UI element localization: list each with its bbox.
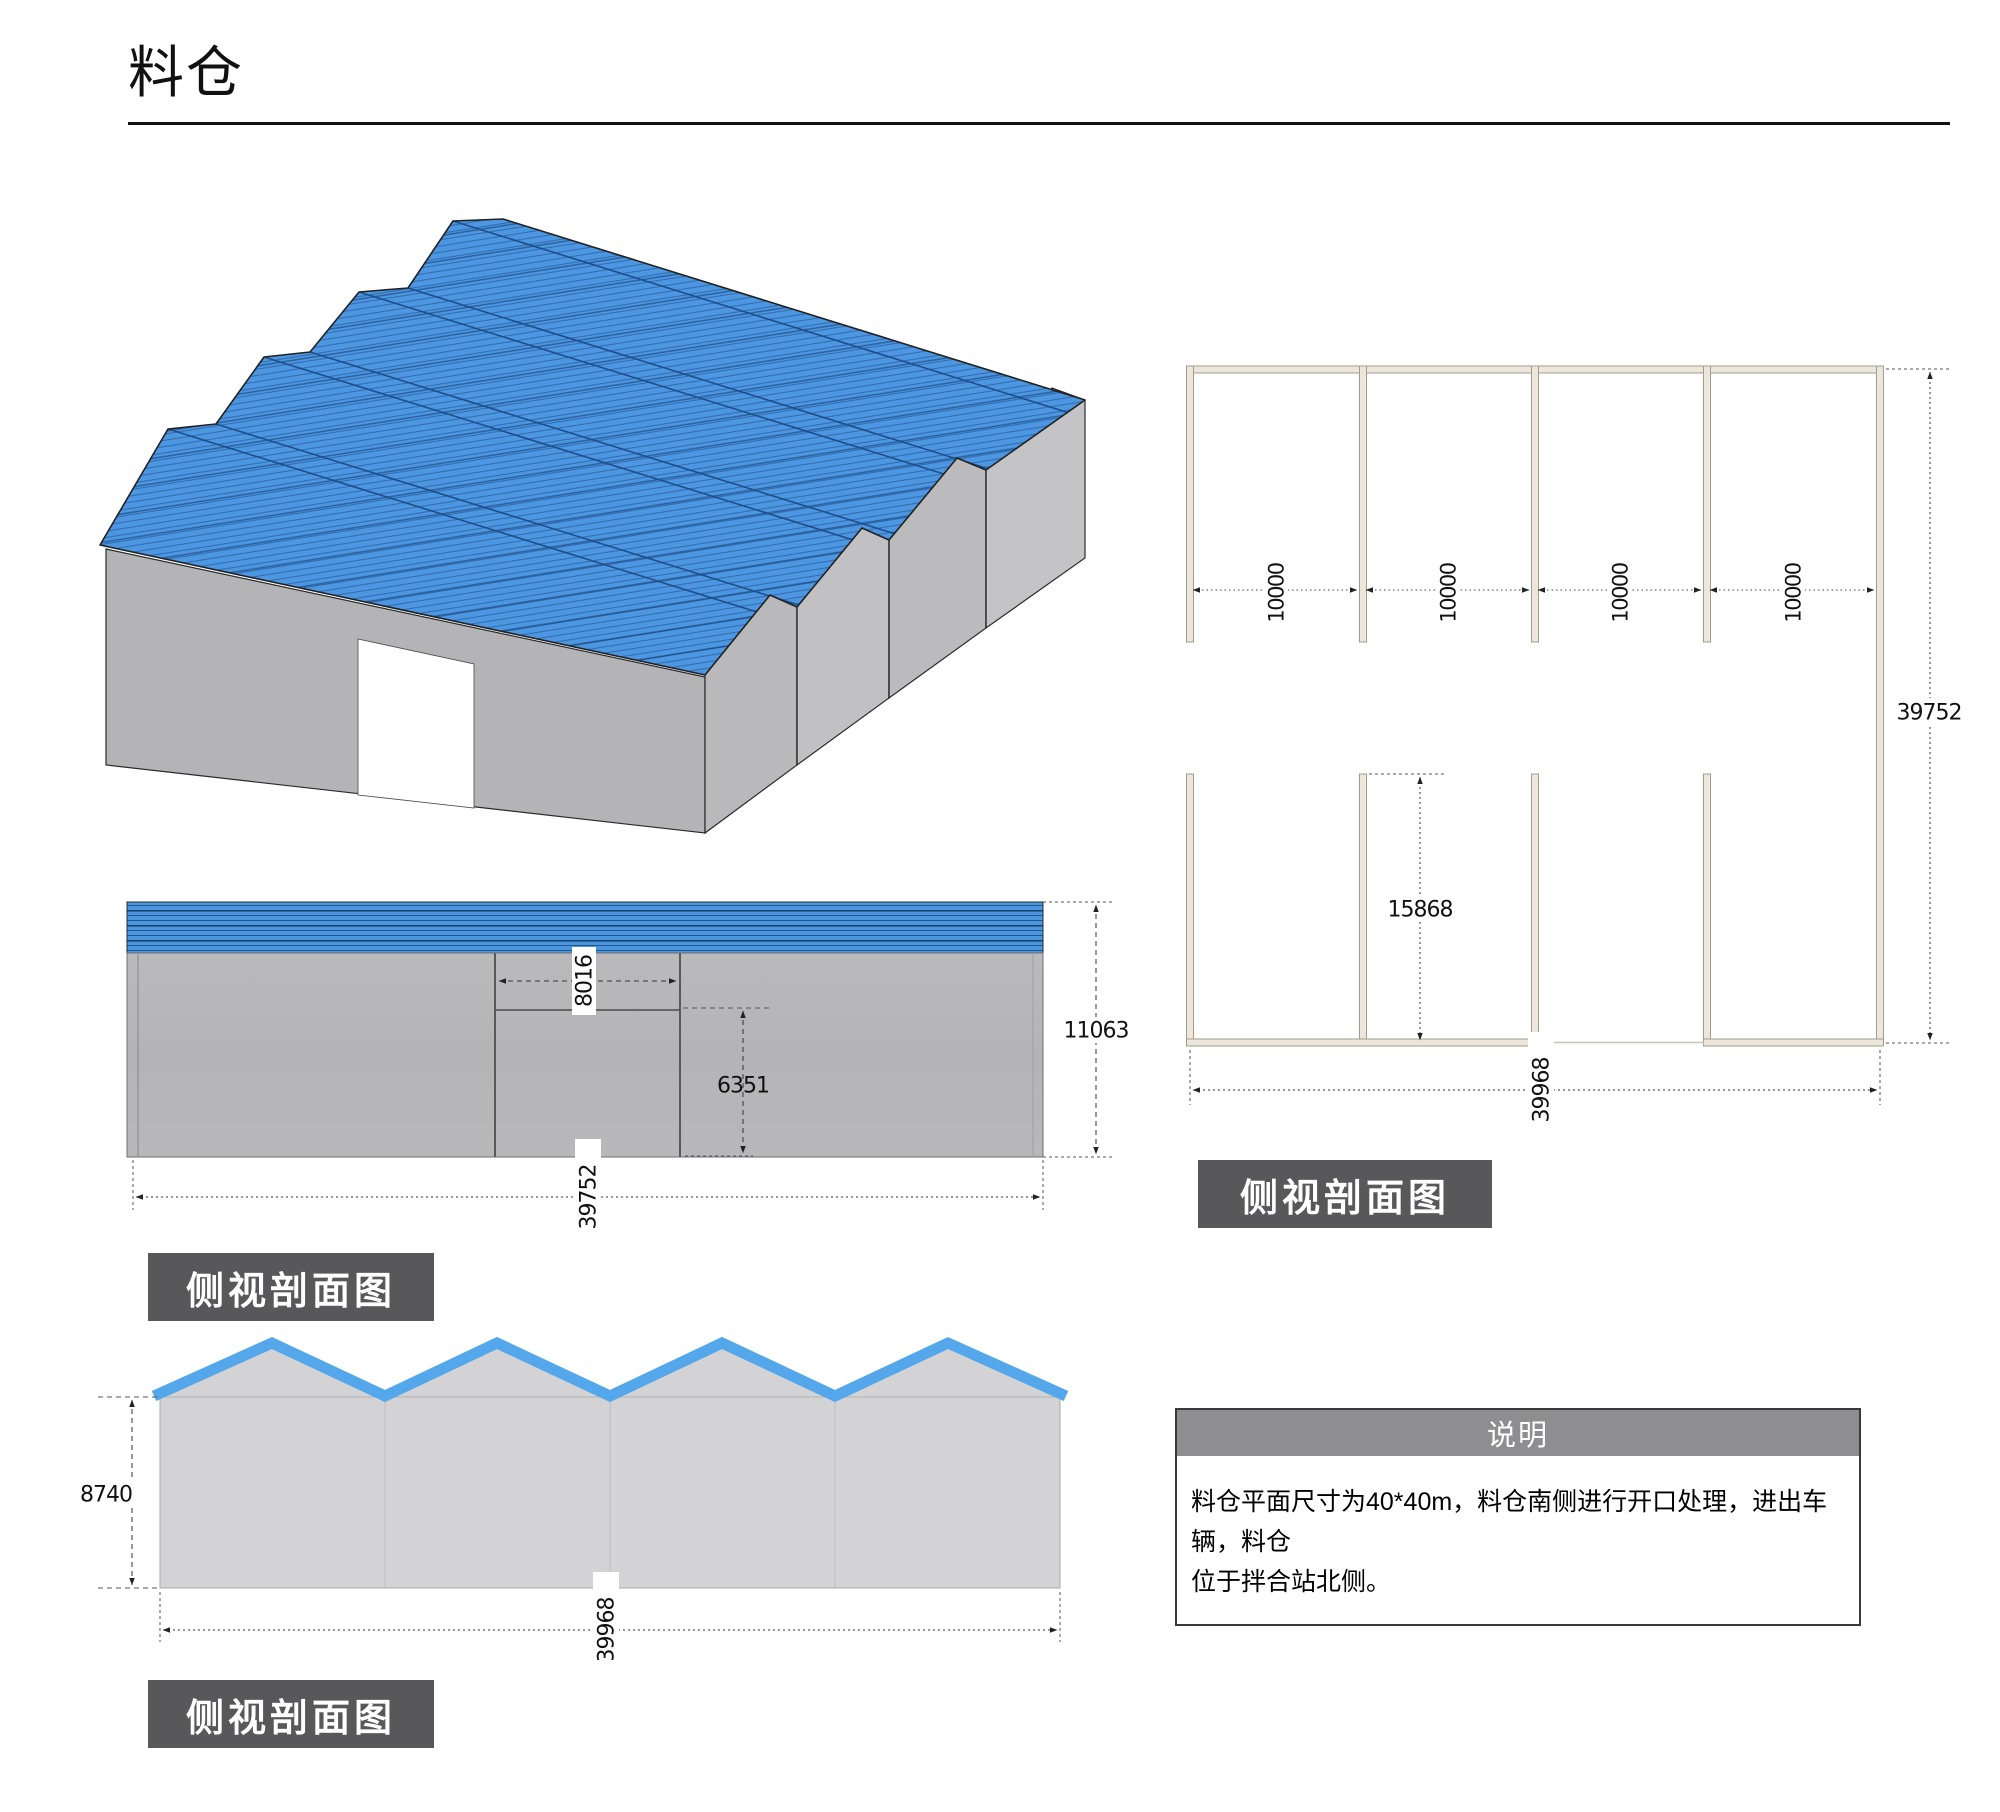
page-title: 料仓 <box>128 41 244 104</box>
front-dim-height: 8740 <box>76 1396 158 1589</box>
svg-text:39752: 39752 <box>1897 701 1962 726</box>
side-view-label-text: 侧视剖面图 <box>185 1270 396 1313</box>
svg-text:10000: 10000 <box>1781 563 1805 622</box>
plan-view-label: 侧视剖面图 <box>1198 1160 1492 1228</box>
side-dim-width: 39752 <box>132 1139 1044 1255</box>
side-roof <box>126 901 1044 954</box>
plan-wall-bottom-left <box>1186 1038 1539 1047</box>
plan-view: 10000 10000 10000 10000 39752 15868 <box>1186 365 1971 1148</box>
note-box: 说明 料仓平面尺寸为40*40m，料仓南侧进行开口处理，进出车辆，料仓 位于拌合… <box>1175 1408 1861 1626</box>
svg-text:8016: 8016 <box>573 955 598 1007</box>
plan-dim-bays: 10000 10000 10000 10000 <box>1192 561 1875 625</box>
svg-text:8740: 8740 <box>80 1483 132 1508</box>
front-roof-band <box>151 1336 1069 1403</box>
plan-dim-width: 39968 <box>1189 1032 1881 1148</box>
svg-text:10000: 10000 <box>1436 563 1460 622</box>
note-body: 料仓平面尺寸为40*40m，料仓南侧进行开口处理，进出车辆，料仓 位于拌合站北侧… <box>1177 1456 1859 1624</box>
note-title: 说明 <box>1486 1420 1549 1452</box>
plan-wall-bottom-right <box>1703 1038 1884 1047</box>
svg-text:11063: 11063 <box>1064 1019 1129 1044</box>
iso-roof <box>99 218 1086 676</box>
side-dim-door-height: 6351 <box>683 1007 770 1157</box>
note-line-1: 料仓平面尺寸为40*40m，料仓南侧进行开口处理，进出车辆，料仓 <box>1191 1488 1828 1556</box>
plan-wall-right <box>1876 365 1884 1047</box>
front-dim-width: 39968 <box>159 1572 1061 1661</box>
front-view-label-text: 侧视剖面图 <box>185 1697 396 1740</box>
front-wall <box>151 1336 1069 1589</box>
front-view-label: 侧视剖面图 <box>148 1680 434 1748</box>
front-elevation-view: 8740 39968 <box>76 1336 1069 1661</box>
svg-text:39968: 39968 <box>595 1598 620 1661</box>
svg-text:10000: 10000 <box>1608 563 1632 622</box>
side-elevation-view: 8016 6351 11063 39752 <box>126 901 1130 1255</box>
iso-door-opening <box>357 638 475 809</box>
plan-dim-depth: 39752 <box>1886 368 1971 1044</box>
side-dim-height: 11063 <box>1043 901 1130 1158</box>
svg-text:15868: 15868 <box>1388 898 1453 923</box>
title-underline <box>128 122 1950 125</box>
svg-text:6351: 6351 <box>717 1074 769 1099</box>
plan-view-label-text: 侧视剖面图 <box>1239 1177 1450 1220</box>
iso-front-wall <box>105 548 706 834</box>
iso-view <box>99 218 1086 835</box>
side-view-label: 侧视剖面图 <box>148 1253 434 1321</box>
svg-text:39968: 39968 <box>1530 1058 1555 1123</box>
side-dim-door-width: 8016 <box>498 947 677 1015</box>
svg-text:39752: 39752 <box>577 1165 602 1230</box>
svg-text:10000: 10000 <box>1264 563 1288 622</box>
note-line-2: 位于拌合站北侧。 <box>1191 1568 1392 1596</box>
note-header: 说明 <box>1177 1410 1859 1456</box>
plan-walls <box>1186 365 1884 1047</box>
plan-dim-partition: 15868 <box>1369 773 1454 1041</box>
